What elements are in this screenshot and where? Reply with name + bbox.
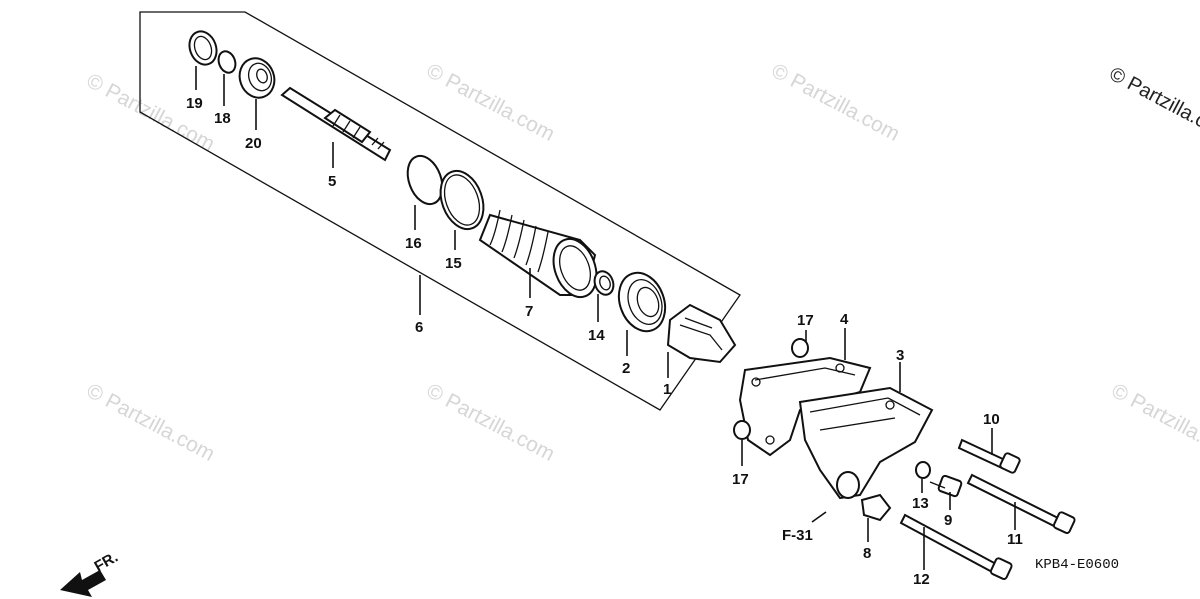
- part-12-bolt: [899, 513, 1013, 580]
- part-7-boot: [478, 209, 598, 299]
- part-14-seal: [593, 270, 615, 296]
- part-9-bolt: [929, 474, 963, 498]
- callout-6: 6: [415, 319, 423, 336]
- callout-16: 16: [405, 235, 422, 252]
- watermark: © Partzilla.com: [83, 69, 219, 156]
- callout-19: 19: [186, 95, 203, 112]
- callout-2: 2: [622, 360, 630, 377]
- part-3-body: [798, 386, 934, 500]
- callout-8: 8: [863, 545, 871, 562]
- callout-18: 18: [214, 110, 231, 127]
- callout-17-lower: 17: [732, 471, 749, 488]
- part-10-bolt: [957, 438, 1021, 474]
- part-16-o-ring: [406, 154, 444, 206]
- callout-5: 5: [328, 173, 336, 190]
- diagram-code: KPB4-E0600: [1035, 557, 1119, 573]
- part-17-collar-upper: [791, 338, 809, 358]
- callout-1: 1: [663, 381, 671, 398]
- part-5-shaft: [280, 86, 392, 162]
- callout-15: 15: [445, 255, 462, 272]
- watermark: © Partzilla.com: [423, 379, 559, 466]
- callout-14: 14: [588, 327, 605, 344]
- part-11-bolt: [966, 473, 1076, 534]
- callout-labels: 19 18 20 5 16 15 6 7 14 2 1 17 4 3 17 10…: [186, 95, 1023, 588]
- callout-9: 9: [944, 512, 952, 529]
- reference-label: F-31: [782, 527, 813, 544]
- part-17-collar-lower: [733, 420, 751, 440]
- callout-12: 12: [913, 571, 930, 588]
- callout-11: 11: [1007, 531, 1023, 548]
- part-15-o-ring: [439, 169, 485, 231]
- watermark: © Partzilla.com: [768, 59, 904, 146]
- watermark: © Partzilla.com: [1108, 379, 1200, 466]
- part-20-bearing: [238, 57, 276, 99]
- watermark: © Partzilla.com: [83, 379, 219, 466]
- part-19-snap-ring: [188, 30, 218, 66]
- callout-7: 7: [525, 303, 533, 320]
- part-2-bellow: [617, 271, 667, 333]
- watermark: © Partzilla.com: [423, 59, 559, 146]
- corner-watermark: © Partzilla.com: [1106, 63, 1200, 146]
- part-8-clamp: [860, 493, 892, 522]
- part-1-housing: [666, 303, 737, 364]
- callout-20: 20: [245, 135, 262, 152]
- part-18-ring: [217, 50, 237, 74]
- callout-17-upper: 17: [797, 312, 814, 329]
- front-arrow-icon: [60, 570, 106, 597]
- leader-lines: [195, 66, 1016, 570]
- callout-3: 3: [896, 347, 904, 364]
- watermarks: © Partzilla.com © Partzilla.com © Partzi…: [83, 59, 1200, 466]
- callout-13: 13: [912, 495, 929, 512]
- callout-10: 10: [983, 411, 1000, 428]
- front-direction-indicator: FR.: [60, 549, 121, 597]
- front-label: FR.: [92, 549, 121, 576]
- part-13-washer: [915, 461, 931, 479]
- callout-4: 4: [840, 311, 849, 328]
